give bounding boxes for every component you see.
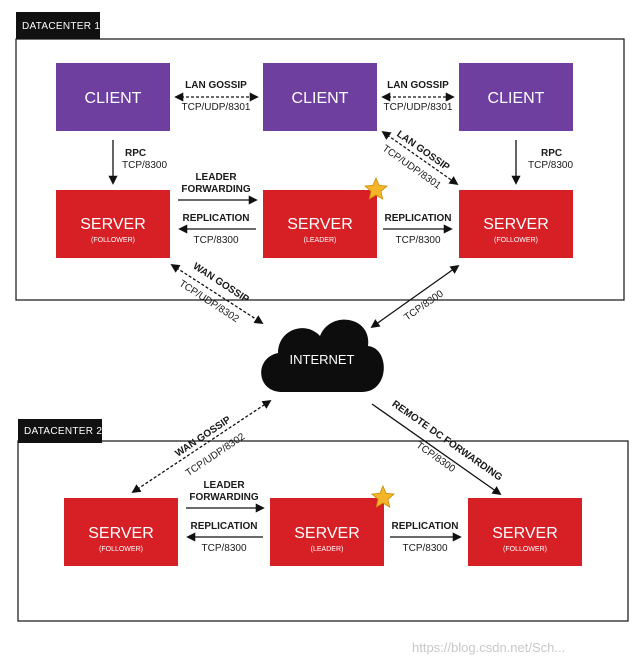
datacenter-2-tab xyxy=(18,419,102,443)
dc1-server-3-role: (FOLLOWER) xyxy=(494,237,538,244)
remote-dc-forwarding-arrow xyxy=(371,403,502,496)
dc1-replication-left-title: REPLICATION xyxy=(182,213,249,224)
dc1-server-follower-right: SERVER (FOLLOWER) xyxy=(459,190,573,258)
rpc-2-title: RPC xyxy=(541,148,562,159)
dc1-client-3: CLIENT xyxy=(459,63,573,131)
dc1-leader-star-icon xyxy=(364,176,388,200)
rpc-2-port: TCP/8300 xyxy=(528,160,573,171)
dc1-server-2-label: SERVER xyxy=(287,216,353,233)
internet-dc1-link-port: TCP/8300 xyxy=(402,288,446,323)
lan-gossip-diagonal-arrow xyxy=(381,130,459,186)
dc1-server-3-label: SERVER xyxy=(483,216,549,233)
rpc-1-title: RPC xyxy=(125,148,146,159)
datacenter-2-frame xyxy=(17,440,629,622)
dc1-server-follower-left: SERVER (FOLLOWER) xyxy=(56,190,170,258)
dc2-server-2-role: (LEADER) xyxy=(311,546,344,553)
dc2-server-follower-left: SERVER (FOLLOWER) xyxy=(64,498,178,566)
internet-cloud: INTERNET xyxy=(261,319,384,392)
dc1-client-1: CLIENT xyxy=(56,63,170,131)
dc1-forwarding-line2: FORWARDING xyxy=(181,184,250,195)
dc1-client-3-label: CLIENT xyxy=(488,90,545,107)
dc2-replication-right-title: REPLICATION xyxy=(391,521,458,532)
dc2-server-3-label: SERVER xyxy=(492,525,558,542)
dc2-server-leader: SERVER (LEADER) xyxy=(270,498,384,566)
dc2-server-2-label: SERVER xyxy=(294,525,360,542)
dc1-server-leader: SERVER (LEADER) xyxy=(263,190,377,258)
rpc-1-port: TCP/8300 xyxy=(122,160,167,171)
watermark: https://blog.csdn.net/Sch... xyxy=(412,640,565,655)
dc1-client-2: CLIENT xyxy=(263,63,377,131)
internet-label: INTERNET xyxy=(290,352,355,367)
lan-gossip-1-port: TCP/UDP/8301 xyxy=(182,102,251,113)
dc2-server-follower-right: SERVER (FOLLOWER) xyxy=(468,498,582,566)
dc1-forwarding-line1: LEADER xyxy=(195,172,237,183)
dc2-replication-right-port: TCP/8300 xyxy=(402,543,447,554)
datacenter-1-frame xyxy=(15,38,625,301)
dc2-replication-left-title: REPLICATION xyxy=(190,521,257,532)
dc1-server-1-role: (FOLLOWER) xyxy=(91,237,135,244)
lan-gossip-2-title: LAN GOSSIP xyxy=(387,80,449,91)
lan-gossip-1-title: LAN GOSSIP xyxy=(185,80,247,91)
dc1-replication-right-title: REPLICATION xyxy=(384,213,451,224)
datacenter-2-title: DATACENTER 2 xyxy=(24,426,102,437)
dc1-client-2-label: CLIENT xyxy=(292,90,349,107)
dc2-server-1-role: (FOLLOWER) xyxy=(99,546,143,553)
dc1-server-1-label: SERVER xyxy=(80,216,146,233)
dc2-leader-star-icon xyxy=(371,484,395,508)
dc2-forwarding-line1: LEADER xyxy=(203,480,245,491)
dc2-replication-left-port: TCP/8300 xyxy=(201,543,246,554)
wan-gossip-dc1-arrow xyxy=(170,264,264,324)
lan-gossip-2-port: TCP/UDP/8301 xyxy=(384,102,453,113)
internet-dc1-link-arrow xyxy=(370,264,460,329)
datacenter-1-tab xyxy=(16,12,100,39)
dc2-server-1-label: SERVER xyxy=(88,525,154,542)
wan-gossip-dc2-arrow xyxy=(131,399,272,494)
dc2-forwarding-line2: FORWARDING xyxy=(189,492,258,503)
datacenter-1-title: DATACENTER 1 xyxy=(22,21,100,32)
dc1-replication-left-port: TCP/8300 xyxy=(193,235,238,246)
dc1-client-1-label: CLIENT xyxy=(85,90,142,107)
dc1-server-2-role: (LEADER) xyxy=(304,237,337,244)
dc1-replication-right-port: TCP/8300 xyxy=(395,235,440,246)
dc2-server-3-role: (FOLLOWER) xyxy=(503,546,547,553)
